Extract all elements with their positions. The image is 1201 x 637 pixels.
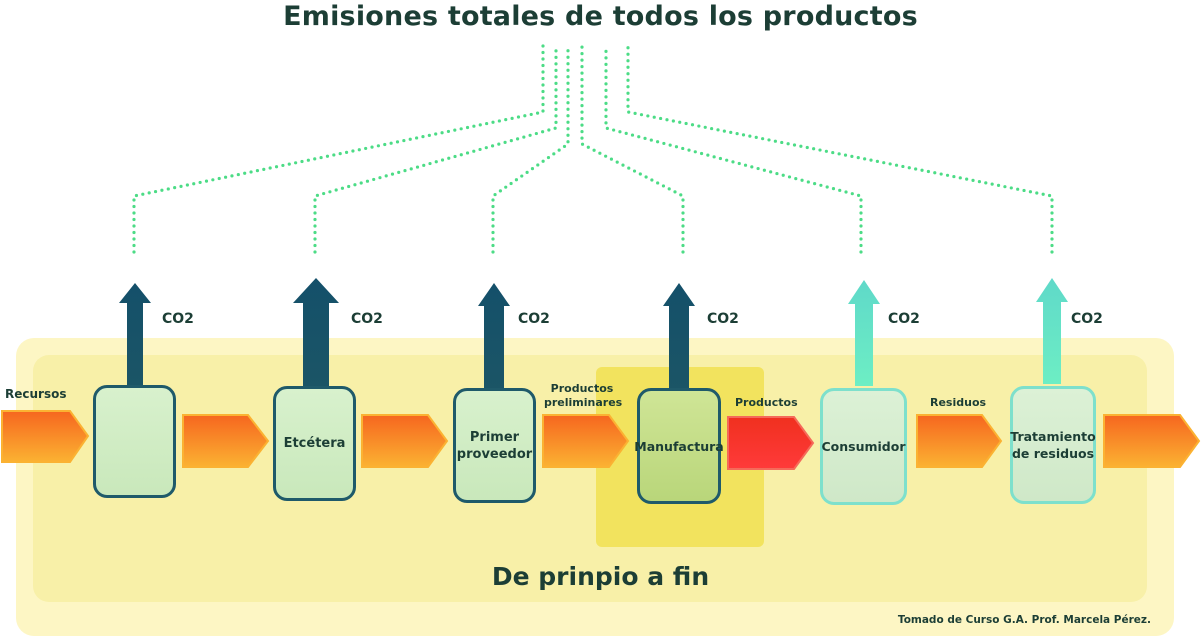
co2-label-2: CO2 (351, 311, 383, 327)
flow-arrow-7 (1103, 414, 1201, 468)
co2-label-1: CO2 (162, 311, 194, 327)
co2-arrow-4 (663, 283, 695, 390)
co2-arrow-1 (119, 283, 151, 386)
flow-arrow-6 (916, 414, 1003, 468)
stage-box-raw (93, 385, 176, 498)
co2-label-3: CO2 (518, 311, 550, 327)
stage-box-waste-treatment: Tratamiento de residuos (1010, 386, 1096, 504)
co2-arrow-5 (848, 280, 880, 386)
emission-line-2 (313, 44, 558, 254)
diagram-caption: De prinpio a fin (491, 562, 710, 591)
flow-label-waste: Residuos (930, 396, 987, 409)
stage-box-manufacturing: Manufactura (634, 388, 724, 504)
co2-arrow-6 (1036, 278, 1068, 384)
emission-line-3 (491, 44, 570, 254)
emission-line-6 (626, 44, 1054, 254)
emission-line-4 (580, 44, 685, 254)
co2-label-4: CO2 (707, 311, 739, 327)
flow-arrow-5 (727, 416, 815, 470)
co2-label-5: CO2 (888, 311, 920, 327)
co2-arrow-3 (478, 283, 510, 390)
flow-arrow-2 (182, 414, 270, 468)
stage-box-etcetera: Etcétera (273, 386, 356, 501)
emission-lines (132, 44, 1054, 254)
emission-line-5 (604, 44, 863, 254)
stage-box-consumer: Consumidor (820, 388, 907, 505)
co2-label-6: CO2 (1071, 311, 1103, 327)
page-title: Emisiones totales de todos los productos (283, 1, 918, 32)
source-credit: Tomado de Curso G.A. Prof. Marcela Pérez… (897, 614, 1151, 626)
co2-arrow-2 (293, 278, 339, 388)
stage-box-first-supplier: Primer proveedor (453, 388, 536, 503)
co2-arrows (119, 278, 1068, 390)
flow-label-preliminary-products: Productos preliminares (544, 382, 623, 409)
flow-label-products: Productos (735, 396, 798, 409)
flow-arrow-4 (542, 414, 630, 468)
flow-label-resources: Recursos (5, 387, 67, 401)
flow-arrow-1 (1, 410, 90, 463)
flow-arrows (1, 410, 1201, 470)
flow-arrow-3 (361, 414, 449, 468)
emission-line-1 (132, 44, 545, 254)
